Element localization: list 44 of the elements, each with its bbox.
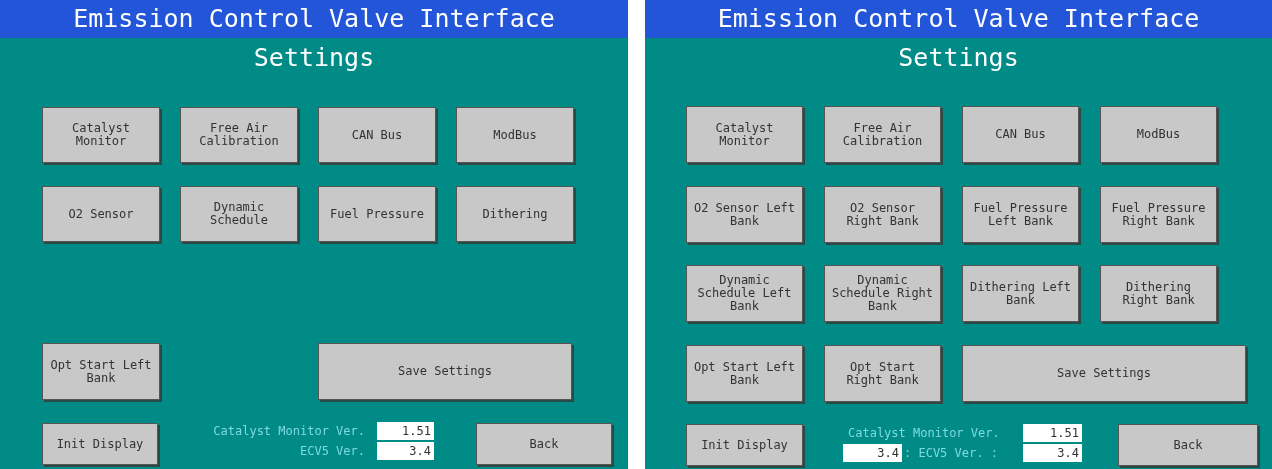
menu-button: O2 Sensor <box>42 186 160 242</box>
menu-button: Fuel Pressure <box>318 186 436 242</box>
menu-button: ModBus <box>1100 106 1217 163</box>
menu-button: Dynamic Schedule <box>180 186 298 242</box>
menu-button: O2 Sensor Right Bank <box>824 186 941 243</box>
screen-heading: Settings <box>252 42 376 74</box>
menu-button: Dynamic Schedule Left Bank <box>686 265 803 322</box>
menu-button: Dithering <box>456 186 574 242</box>
value-field: 3.4 <box>377 442 434 460</box>
menu-button: Save Settings <box>318 343 572 400</box>
menu-button: Opt Start Right Bank <box>824 345 941 402</box>
value-field: 1.51 <box>377 422 434 440</box>
screen-panel <box>645 0 1272 469</box>
value-field: 3.4 <box>843 444 902 462</box>
screen-panel <box>0 0 628 469</box>
menu-button: Catalyst Monitor <box>686 106 803 163</box>
menu-button: Init Display <box>42 423 158 465</box>
menu-button: Save Settings <box>962 345 1246 402</box>
menu-button: ModBus <box>456 107 574 163</box>
menu-button: Opt Start Left Bank <box>686 345 803 402</box>
menu-button: Free Air Calibration <box>824 106 941 163</box>
menu-button: Back <box>1118 424 1258 466</box>
menu-button: CAN Bus <box>962 106 1079 163</box>
menu-button: Dithering Right Bank <box>1100 265 1217 322</box>
version-label: : ECV5 Ver. : <box>904 445 999 462</box>
version-label: Catalyst Monitor Ver. <box>848 425 1001 442</box>
title-bar: Emission Control Valve Interface <box>0 0 628 38</box>
menu-button: Init Display <box>686 424 803 466</box>
menu-button: Dynamic Schedule Right Bank <box>824 265 941 322</box>
title-bar: Emission Control Valve Interface <box>645 0 1272 38</box>
value-field: 1.51 <box>1023 424 1082 442</box>
menu-button: Fuel Pressure Right Bank <box>1100 186 1217 243</box>
version-label: Catalyst Monitor Ver. <box>212 423 365 440</box>
menu-button: O2 Sensor Left Bank <box>686 186 803 243</box>
version-label: ECV5 Ver. <box>298 443 365 460</box>
menu-button: Dithering Left Bank <box>962 265 1079 322</box>
menu-button: Fuel Pressure Left Bank <box>962 186 1079 243</box>
menu-button: Opt Start Left Bank <box>42 343 160 400</box>
menu-button: Free Air Calibration <box>180 107 298 163</box>
menu-button: Catalyst Monitor <box>42 107 160 163</box>
menu-button: CAN Bus <box>318 107 436 163</box>
value-field: 3.4 <box>1023 444 1082 462</box>
screen-heading: Settings <box>897 42 1020 74</box>
menu-button: Back <box>476 423 612 465</box>
